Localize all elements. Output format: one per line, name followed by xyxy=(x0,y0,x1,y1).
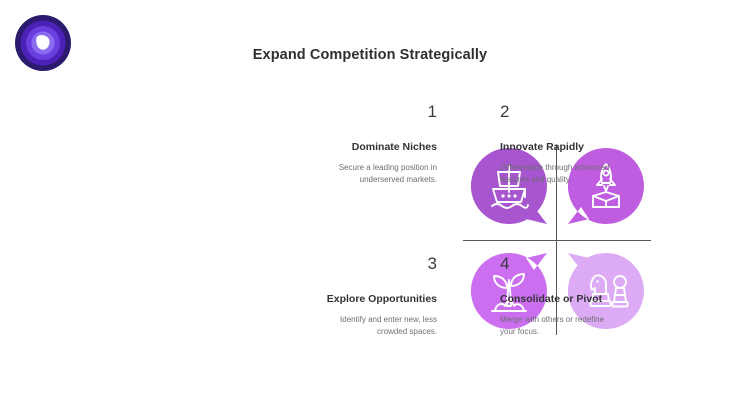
logo-play-mark xyxy=(36,35,50,50)
quadrant-4-icon-bubble[interactable] xyxy=(565,250,647,332)
sailing-ship-icon xyxy=(491,165,529,209)
quadrant-2-description: Differentiate through advanced features … xyxy=(500,162,610,184)
quadrant-4-heading: Consolidate or Pivot xyxy=(500,292,603,305)
quadrant-3-icon-bubble[interactable] xyxy=(468,250,550,332)
quadrant-2-number: 2 xyxy=(500,102,510,121)
quadrant-1-text: 1 Dominate Niches Secure a leading posit… xyxy=(325,102,437,186)
quadrant-4-text: 4 Consolidate or Pivot Merge with others… xyxy=(500,254,612,338)
quadrant-3-heading: Explore Opportunities xyxy=(326,292,437,305)
quadrant-3-description: Identify and enter new, less crowded spa… xyxy=(340,314,437,336)
quadrant-2-icon-bubble[interactable] xyxy=(565,145,647,227)
matrix-divider-horizontal xyxy=(463,240,651,241)
quadrant-1-heading: Dominate Niches xyxy=(351,140,437,153)
quadrant-4-description: Merge with others or redefine your focus… xyxy=(500,314,605,336)
quadrant-2-text: 2 Innovate Rapidly Differentiate through… xyxy=(500,102,612,186)
page-title: Expand Competition Strategically xyxy=(252,47,488,63)
brand-logo[interactable] xyxy=(14,14,72,72)
quadrant-1-icon-bubble[interactable] xyxy=(468,145,550,227)
quadrant-2-heading: Innovate Rapidly xyxy=(500,140,585,153)
quadrant-3-number: 3 xyxy=(427,254,437,273)
quadrant-1-number: 1 xyxy=(427,102,437,121)
quadrant-1-description: Secure a leading position in underserved… xyxy=(338,162,437,184)
bubble-shape-2 xyxy=(567,148,644,224)
sprout-plant-icon xyxy=(491,273,527,312)
quadrant-3-text: 3 Explore Opportunities Identify and ent… xyxy=(325,254,437,338)
chess-pieces-icon xyxy=(589,274,629,308)
quadrant-4-number: 4 xyxy=(500,254,510,273)
bubble-shape-3 xyxy=(470,253,547,329)
strategy-matrix: 1 Dominate Niches Secure a leading posit… xyxy=(175,100,651,385)
rocket-launch-icon xyxy=(592,163,620,208)
